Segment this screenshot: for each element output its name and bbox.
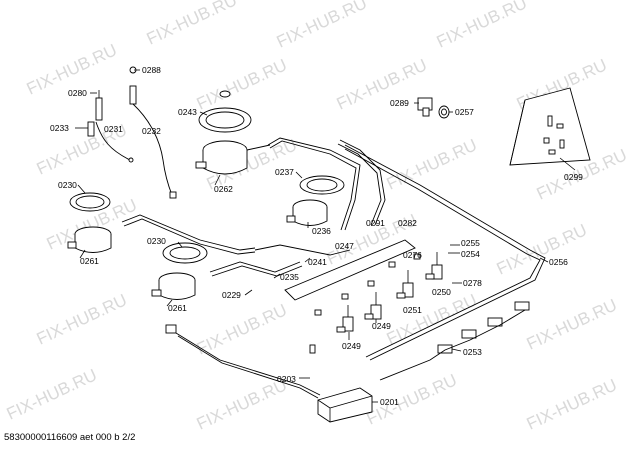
small-nozzles xyxy=(314,253,421,316)
label-0278: 0278 xyxy=(463,278,482,288)
burner-base-0261-b xyxy=(151,272,196,300)
watermark: FIX-HUB.RU xyxy=(34,290,130,348)
label-0201: 0201 xyxy=(380,397,399,407)
watermark: FIX-HUB.RU xyxy=(524,375,620,433)
label-0231: 0231 xyxy=(104,124,123,134)
burner-ring-0230 xyxy=(69,192,111,212)
label-0237: 0237 xyxy=(275,167,294,177)
tap-0251 xyxy=(396,270,414,299)
leader-lines xyxy=(75,69,576,403)
label-0249-a: 0249 xyxy=(372,321,391,331)
label-0280: 0280 xyxy=(68,88,87,98)
label-0256: 0256 xyxy=(549,257,568,267)
label-0291: 0291 xyxy=(366,218,385,228)
label-0235: 0235 xyxy=(280,272,299,282)
panel-0291 xyxy=(284,239,416,301)
watermark: FIX-HUB.RU xyxy=(194,375,290,433)
gas-pipes xyxy=(121,137,546,361)
tap-0249-b xyxy=(364,292,382,320)
label-0254: 0254 xyxy=(461,249,480,259)
label-0261-a: 0261 xyxy=(80,256,99,266)
watermark: FIX-HUB.RU xyxy=(144,0,240,49)
label-0233: 0233 xyxy=(50,123,69,133)
label-0282: 0282 xyxy=(398,218,417,228)
watermark: FIX-HUB.RU xyxy=(434,0,530,52)
watermark: FIX-HUB.RU xyxy=(384,135,480,193)
label-0261-b: 0261 xyxy=(168,303,187,313)
label-0203: 0203 xyxy=(277,374,296,384)
label-0247: 0247 xyxy=(335,241,354,251)
burner-ring-0237 xyxy=(299,175,345,195)
accessory-bag-0299 xyxy=(509,87,591,166)
label-0249-b: 0249 xyxy=(342,341,361,351)
watermark: FIX-HUB.RU xyxy=(494,220,590,278)
part-labels: 0288 0280 0233 0231 0232 0243 0262 0289 … xyxy=(50,65,583,407)
label-0257: 0257 xyxy=(455,107,474,117)
cable-0203 xyxy=(165,324,321,399)
burner-base-0261 xyxy=(67,226,112,253)
document-id: 58300000116609 aet 000 b 2/2 xyxy=(4,432,136,443)
label-0230-b: 0230 xyxy=(147,236,166,246)
label-0276: 0276 xyxy=(403,250,422,260)
electrode-0233 xyxy=(87,121,134,163)
label-0289: 0289 xyxy=(390,98,409,108)
burner-base-0236 xyxy=(286,199,328,226)
label-0255: 0255 xyxy=(461,238,480,248)
label-0251: 0251 xyxy=(403,305,422,315)
label-0232: 0232 xyxy=(142,126,161,136)
switches-0253 xyxy=(379,301,530,381)
label-0262: 0262 xyxy=(214,184,233,194)
label-0229: 0229 xyxy=(222,290,241,300)
label-0243: 0243 xyxy=(178,107,197,117)
tap-0249-a xyxy=(336,305,354,333)
label-0241: 0241 xyxy=(308,257,327,267)
seal-0257 xyxy=(438,105,450,119)
watermark: FIX-HUB.RU xyxy=(274,0,370,52)
label-0230-a: 0230 xyxy=(58,180,77,190)
tap-0250 xyxy=(425,252,443,280)
thermocouple-0280 xyxy=(95,90,103,121)
burner-base-0262 xyxy=(195,140,271,175)
fitting-0289 xyxy=(417,97,433,117)
ignition-cable-0232 xyxy=(129,66,177,199)
watermark: FIX-HUB.RU xyxy=(384,290,480,348)
burner-ring-0230-b xyxy=(162,242,208,264)
burner-cap-0243 xyxy=(198,90,252,133)
watermark: FIX-HUB.RU xyxy=(524,295,620,353)
label-0250: 0250 xyxy=(432,287,451,297)
watermark: FIX-HUB.RU xyxy=(334,55,430,113)
watermark: FIX-HUB.RU xyxy=(194,300,290,358)
label-0299: 0299 xyxy=(564,172,583,182)
label-0253: 0253 xyxy=(463,347,482,357)
watermark: FIX-HUB.RU xyxy=(194,55,290,113)
ignition-unit-0201 xyxy=(317,387,373,423)
label-0288: 0288 xyxy=(142,65,161,75)
watermark: FIX-HUB.RU xyxy=(364,370,460,428)
label-0236: 0236 xyxy=(312,226,331,236)
watermark: FIX-HUB.RU xyxy=(4,365,100,423)
